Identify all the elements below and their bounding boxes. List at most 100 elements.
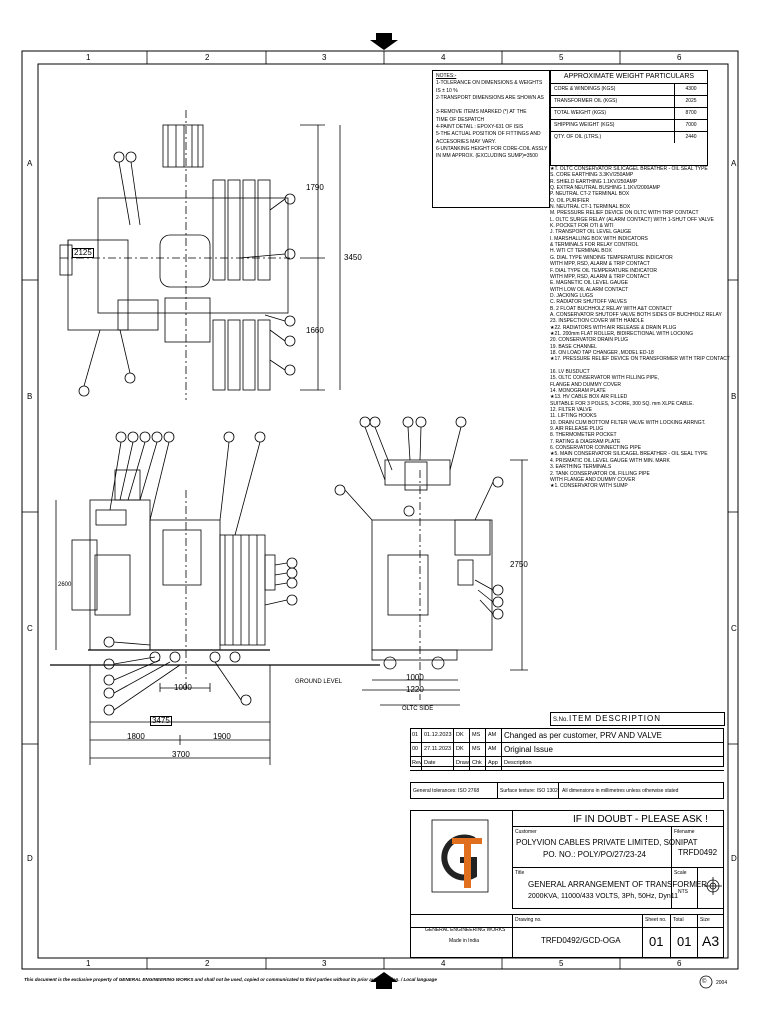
item-description-line: K. POCKET FOR OTI & WTI: [550, 223, 614, 230]
sheet-no-cell: Sheet no. 01: [642, 914, 671, 958]
grid-bottom-3: 3: [322, 959, 327, 968]
item-header-no: S.No.: [553, 717, 569, 723]
item-description-line: B. 2 FLOAT BUCHHOLZ RELAY WITH A&T CONTA…: [550, 305, 673, 312]
note-line: 2-TRANSPORT DIMENSIONS ARE SHOWN AS: [436, 94, 544, 101]
weight-table-title: APPROXIMATE WEIGHT PARTICULARS: [551, 71, 707, 84]
side-elevation: [334, 416, 528, 706]
dim-1660: 1660: [306, 326, 324, 335]
outer-frame: [21, 50, 739, 970]
grid-left-A: A: [27, 159, 33, 168]
scale-cell: Scale NTS: [671, 867, 698, 909]
item-description-line: 20. CONSERVATOR DRAIN PLUG: [550, 337, 628, 344]
grid-bottom-1: 1: [86, 959, 91, 968]
top-center-arrow: [370, 33, 398, 50]
dim-1220: 1220: [406, 685, 424, 694]
item-header: S.No. ITEM DESCRIPTION: [550, 712, 725, 726]
grid-ticks: [22, 51, 738, 969]
customer-cell: Customer POLYVION CABLES PRIVATE LIMITED…: [512, 826, 698, 868]
item-description-line: E. MAGNETIC OIL LEVEL GAUGE: [550, 280, 628, 287]
front-elevation: [50, 431, 380, 765]
plan-view: [59, 110, 341, 400]
dim-2600: 2600: [58, 582, 72, 588]
note-line: TIME OF DESPATCH: [436, 116, 485, 123]
item-description-line: H. WTI CT TERMINAL BOX: [550, 248, 612, 255]
company-cell: GENERAL ENGINEERING WORKS Made in India: [410, 914, 513, 958]
item-description-line: 7. RATING & DIAGRAM PLATE: [550, 438, 621, 445]
note-line: 5-THE ACTUAL POSITION OF FITTINGS AND: [436, 131, 541, 138]
grid-right-A: A: [731, 159, 737, 168]
size-cell: Size A3: [697, 914, 724, 958]
oltc-side-label: OLTC SIDE: [402, 706, 434, 712]
surface-texture-cell: Surface texture: ISO 1302: [497, 782, 559, 799]
dim-3700: 3700: [172, 750, 190, 759]
dim-2750: 2750: [510, 560, 528, 569]
item-description-line: I. MARSHALLING BOX WITH INDICATORS: [550, 235, 648, 242]
item-description-line: 4. PRISMATIC OIL LEVEL GAUGE WITH MIN. M…: [550, 457, 670, 464]
item-description-line: S. CORE EARTHING 3.3KV/250AMP: [550, 172, 634, 179]
item-description-line: O. OIL PURIFIER: [550, 197, 590, 204]
item-description-line: 2. TANK CONSERVATOR OIL FILLING PIPE: [550, 470, 650, 477]
weight-row: TOTAL WEIGHT (KGS)8700: [551, 108, 707, 120]
item-description-line: ★22. RADIATORS WITH AIR RELEASE & DRAIN …: [550, 324, 677, 331]
grid-top-3: 3: [322, 53, 327, 62]
notes-title: NOTES:-: [436, 73, 457, 79]
dim-1000-front: 1000: [174, 683, 192, 692]
item-description-list: ★T. OLTC CONSERVATOR SILICAGEL BREATHER …: [550, 166, 730, 490]
bottom-center-arrow: [370, 972, 398, 989]
item-description-line: ★21. 200mm FLAT ROLLER, BIDIRECTIONAL WI…: [550, 330, 694, 337]
item-description-line: F. DIAL TYPE OIL TEMPERATURE INDICATOR: [550, 267, 657, 274]
item-description-line: N. NEUTRAL CT-1 TERMINAL BOX: [550, 204, 631, 211]
item-description-line: 8. THERMOMETER POCKET: [550, 432, 617, 439]
drawing-no-cell: Drawing no. TRFD0492/GCD-OGA: [512, 914, 643, 958]
item-description-line: 14. MONOGRAM PLATE: [550, 388, 606, 395]
dim-3450: 3450: [344, 253, 362, 262]
item-description-line: 9. AIR RELEASE PLUG: [550, 426, 604, 433]
item-description-line: ★T. OLTC CONSERVATOR SILICAGEL BREATHER …: [550, 166, 708, 172]
item-description-line: R. SHIELD EARTHING 1.1KV/250AMP: [550, 178, 638, 185]
inner-frame: [37, 63, 729, 959]
grid-right-C: C: [731, 624, 737, 633]
item-description-line: G. DIAL TYPE WINDING TEMPERATURE INDICAT…: [550, 254, 673, 261]
grid-left-C: C: [27, 624, 33, 633]
projection-symbol-icon: [704, 877, 722, 895]
note-line: [436, 102, 546, 109]
note-line: IS ± 10 %: [436, 87, 458, 94]
copyright-symbol: ©: [702, 979, 707, 985]
item-description-line: L. OLTC SURGE RELAY (ALARM CONTACT) WITH…: [550, 216, 714, 223]
item-description-line: WITH FLANGE AND DUMMY COVER: [550, 476, 636, 483]
item-description-line: 10. DRAIN CUM BOTTOM FILTER VALVE WITH L…: [550, 419, 706, 426]
title-cell: Title GENERAL ARRANGEMENT OF TRANSFORMER…: [512, 867, 707, 909]
copyright-circle: [699, 975, 713, 989]
item-description-line: ★1. CONSERVATOR WITH SUMP: [550, 483, 628, 490]
item-description-line: 23. INSPECTION COVER WITH HANDLE: [550, 318, 644, 325]
item-description-line: 12. FILTER VALVE: [550, 407, 592, 414]
item-description-line: SUITABLE FOR 3 POLES, 3-CORE, 300 SQ. mm…: [550, 400, 694, 407]
item-description-line: WITH MPP, RSD, ALARM & TRIP CONTACT: [550, 261, 650, 268]
item-description-line: ★13. HV CABLE BOX AIR FILLED: [550, 394, 628, 401]
note-line: ACCESORIES MAY VARY.: [436, 138, 496, 145]
total-cell: Total 01: [670, 914, 698, 958]
item-description-line: 11. LIFTING HOOKS: [550, 413, 597, 420]
item-description-line: P. NEUTRAL CT-2 TERMINAL BOX: [550, 191, 630, 198]
item-description-line: ★17. PRESSURE RELIEF DEVICE ON TRANSFORM…: [550, 356, 730, 363]
item-description-line: ★5. MAIN CONSERVATOR SILICAGEL BREATHER …: [550, 451, 708, 458]
grid-bottom-4: 4: [441, 959, 446, 968]
dim-3475: 3475: [150, 716, 172, 726]
note-line: 1-TOLERANCE ON DIMENSIONS & WEIGHTS: [436, 80, 543, 87]
item-description-line: 3. EARTHING TERMINALS: [550, 464, 612, 471]
note-line: 4-PAINT DETAIL : EPOXY-631 OF ISIS: [436, 124, 524, 131]
footer-disclaimer: This document is the exclusive property …: [24, 977, 437, 982]
grid-left-B: B: [27, 392, 33, 401]
item-description-line: WITH MPP, RSD, ALARM & TRIP CONTACT: [550, 273, 650, 280]
item-description-line: WITH LOW OIL ALARM CONTACT: [550, 286, 629, 293]
item-description-line: J. TRANSPORT OIL LEVEL GAUGE: [550, 229, 632, 236]
all-dimensions-cell: All dimensions in millimetres unless oth…: [558, 782, 724, 799]
grid-bottom-5: 5: [559, 959, 564, 968]
item-description-line: C. RADIATOR SHUTOFF VALVES: [550, 299, 627, 306]
item-header-desc: ITEM DESCRIPTION: [569, 714, 662, 723]
if-in-doubt-cell: IF IN DOUBT - PLEASE ASK !: [512, 810, 724, 827]
